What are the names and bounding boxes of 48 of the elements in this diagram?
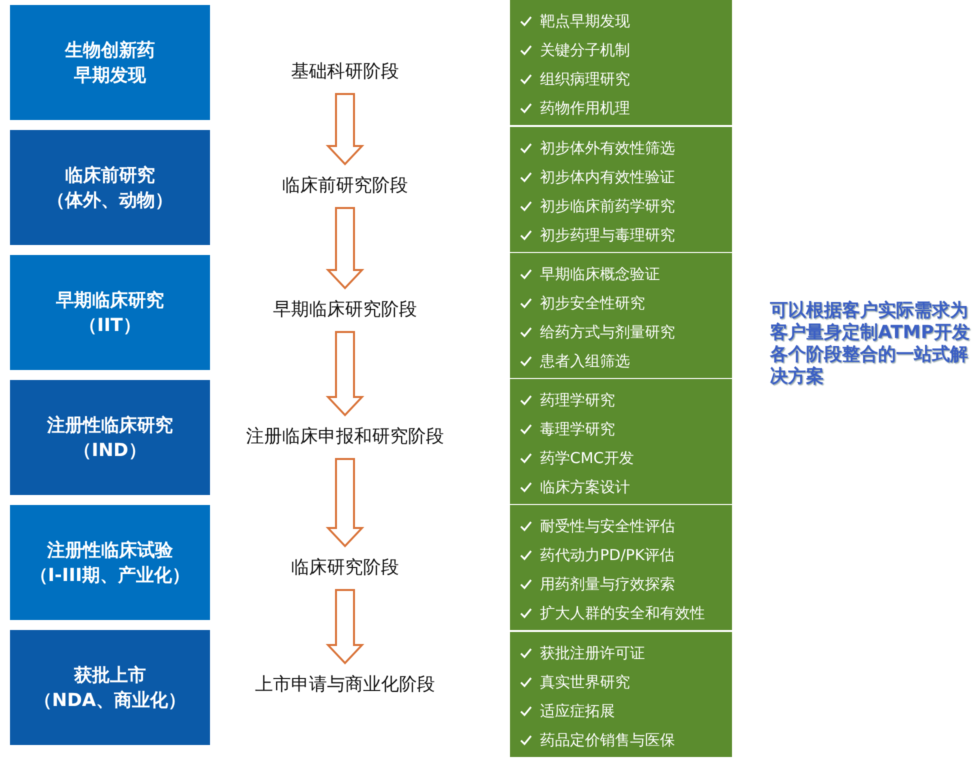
checklist-item: 适应症拓展	[540, 701, 615, 721]
checklist-item: 患者入组筛选	[540, 351, 630, 371]
phase-label: 基础科研阶段	[215, 60, 475, 84]
checklist-item: 初步体外有效性筛选	[540, 138, 675, 158]
checklist-panel	[510, 127, 732, 252]
checklist-item: 给药方式与剂量研究	[540, 322, 675, 342]
checklist-item: 药代动力PD/PK评估	[540, 545, 675, 565]
checklist-item: 真实世界研究	[540, 672, 630, 692]
checklist-item: 组织病理研究	[540, 69, 630, 89]
checklist-item: 耐受性与安全性评估	[540, 516, 675, 536]
checklist-item: 扩大人群的安全和有效性	[540, 603, 705, 623]
checklist-item: 药理学研究	[540, 390, 615, 410]
checklist-item: 临床方案设计	[540, 477, 630, 497]
checklist-item: 初步临床前药学研究	[540, 196, 675, 216]
down-arrow	[326, 93, 364, 166]
down-arrow	[326, 331, 364, 416]
checklist-panel	[510, 0, 732, 125]
checklist-panel	[510, 379, 732, 504]
checklist-panel	[510, 505, 732, 630]
checklist-item: 毒理学研究	[540, 419, 615, 439]
stage-box: 注册性临床研究（IND）	[10, 380, 210, 495]
stage-box: 生物创新药早期发现	[10, 5, 210, 120]
down-arrow	[326, 589, 364, 664]
checklist-item: 初步体内有效性验证	[540, 167, 675, 187]
phase-label: 注册临床申报和研究阶段	[215, 425, 475, 449]
checklist-panel	[510, 253, 732, 378]
checklist-item: 药品定价销售与医保	[540, 730, 675, 750]
down-arrow	[326, 207, 364, 290]
stage-box: 早期临床研究（IIT）	[10, 255, 210, 370]
phase-label: 临床研究阶段	[215, 556, 475, 580]
stage-box: 获批上市（NDA、商业化）	[10, 630, 210, 745]
checklist-item: 初步安全性研究	[540, 293, 645, 313]
checklist-item: 获批注册许可证	[540, 643, 645, 663]
stage-box: 临床前研究（体外、动物）	[10, 130, 210, 245]
checklist-panel	[510, 632, 732, 757]
checklist-item: 药物作用机理	[540, 98, 630, 118]
phase-label: 上市申请与商业化阶段	[215, 673, 475, 697]
stage-box: 注册性临床试验（I-III期、产业化）	[10, 505, 210, 620]
checklist-item: 关键分子机制	[540, 40, 630, 60]
checklist-item: 药学CMC开发	[540, 448, 634, 468]
phase-label: 临床前研究阶段	[215, 174, 475, 198]
phase-label: 早期临床研究阶段	[215, 298, 475, 322]
checklist-item: 早期临床概念验证	[540, 264, 660, 284]
checklist-item: 靶点早期发现	[540, 11, 630, 31]
summary-text: 可以根据客户实际需求为客户量身定制ATMP开发各个阶段整合的一站式解决方案	[770, 300, 970, 388]
checklist-item: 用药剂量与疗效探索	[540, 574, 675, 594]
checklist-item: 初步药理与毒理研究	[540, 225, 675, 245]
down-arrow	[326, 458, 364, 548]
